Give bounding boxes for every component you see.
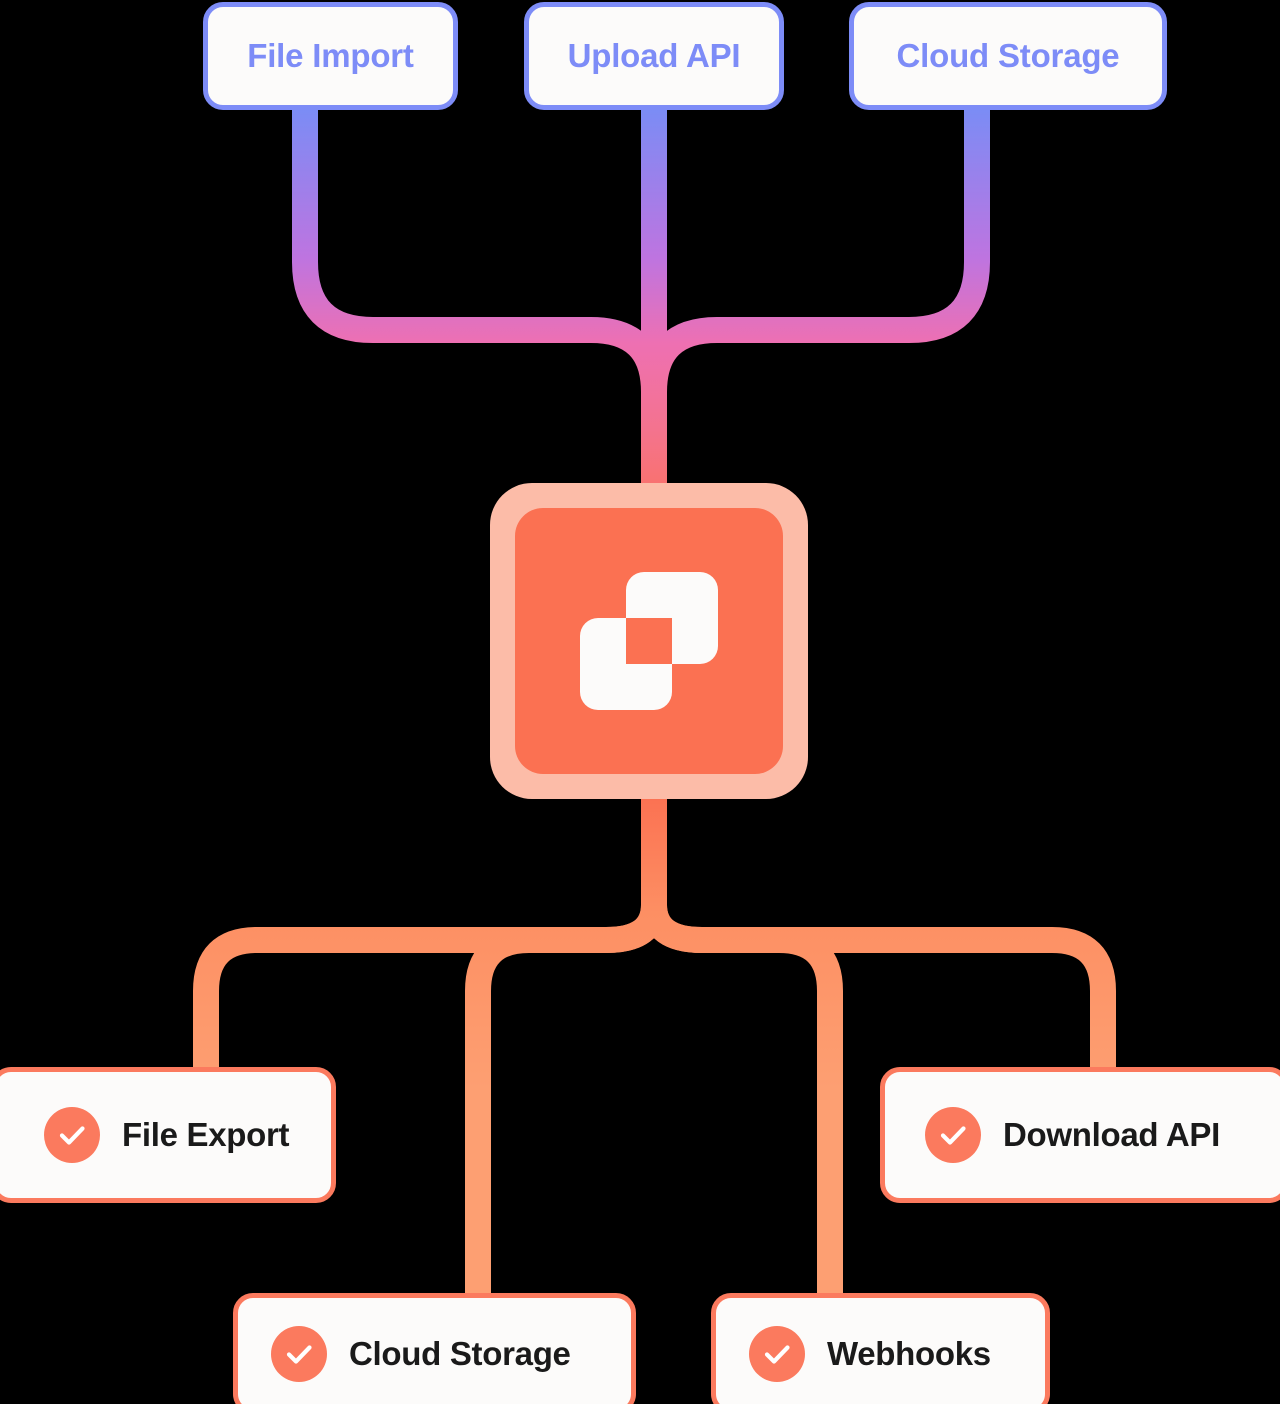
check-circle-icon	[44, 1107, 100, 1163]
central-hub-inner	[515, 508, 783, 774]
source-node-label: Cloud Storage	[896, 37, 1120, 74]
destination-node-file-export[interactable]: File Export	[0, 1067, 336, 1203]
source-node-label: File Import	[247, 37, 414, 74]
source-node-upload-api[interactable]: Upload API	[524, 2, 784, 110]
destination-node-cloud-storage[interactable]: Cloud Storage	[233, 1293, 636, 1404]
destination-node-label: Cloud Storage	[349, 1334, 571, 1372]
destination-node-label: File Export	[122, 1116, 290, 1153]
destination-node-label: Download API	[1003, 1116, 1221, 1153]
check-circle-icon	[271, 1325, 327, 1382]
central-hub-node[interactable]	[490, 483, 808, 799]
source-node-label: Upload API	[567, 37, 741, 74]
source-node-cloud-storage[interactable]: Cloud Storage	[849, 2, 1167, 110]
destination-node-webhooks[interactable]: Webhooks	[711, 1293, 1050, 1404]
destination-node-label: Webhooks	[827, 1334, 991, 1372]
check-circle-icon	[925, 1107, 981, 1163]
overlapping-squares-icon	[580, 572, 718, 710]
source-node-file-import[interactable]: File Import	[203, 2, 458, 110]
check-circle-icon	[749, 1325, 805, 1382]
destination-node-download-api[interactable]: Download API	[880, 1067, 1280, 1203]
